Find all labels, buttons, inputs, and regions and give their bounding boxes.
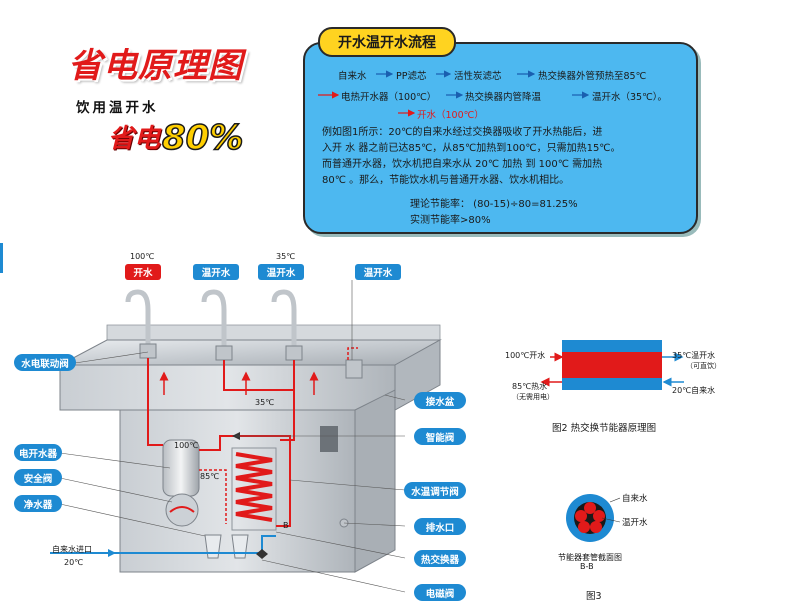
callout-solenoid-valve: 电磁阀 bbox=[414, 584, 466, 601]
machine-diagram bbox=[50, 280, 442, 593]
temp-35-label: 35℃ bbox=[255, 398, 275, 407]
example-line: 而普通开水器，饮水机把自来水从 20℃ 加热 到 100℃ 需加热 bbox=[322, 159, 603, 170]
leader-lines bbox=[59, 280, 406, 593]
saving-slogan: 省电 80% bbox=[108, 118, 244, 158]
purifier-pipe bbox=[169, 506, 195, 513]
example-text: 例如图1所示：20℃的自来水经过交换器吸收了开水热能后，进 入开 水 器之前已达… bbox=[322, 125, 621, 189]
tap-label-warm-1: 温开水 bbox=[193, 264, 239, 280]
hot-dashed-pipe bbox=[199, 469, 227, 524]
tap-label-warm-2: 温开水 bbox=[258, 264, 304, 280]
fig2-label-hot-out: 85℃热水 bbox=[512, 382, 548, 391]
subtitle: 饮用温开水 bbox=[76, 100, 159, 116]
water-purifier bbox=[165, 493, 199, 527]
fig2-heat-exchanger bbox=[540, 340, 684, 390]
callout-linked-valve: 水电联动阀 bbox=[14, 354, 76, 371]
faucet-drain bbox=[345, 359, 363, 379]
flow-panel bbox=[303, 42, 698, 234]
fig3-label-tap-water: 自来水 bbox=[622, 494, 648, 504]
section-marker-b: B bbox=[283, 521, 289, 530]
flow-step-warm-water: 温开水（35℃）。 bbox=[592, 92, 668, 103]
measured-saving-rate: 实测节能率>80% bbox=[410, 215, 491, 226]
fig3-label-warm-water: 温开水 bbox=[622, 518, 648, 528]
example-line: 入开 水 器之前已达85℃，从85℃加热到100℃，只需加热15℃。 bbox=[322, 143, 621, 154]
fig2-label-warm-out: 35℃温开水 bbox=[672, 351, 716, 360]
fig2-caption: 图2 热交换节能器原理图 bbox=[552, 423, 657, 434]
boiling-pipe bbox=[147, 358, 163, 446]
solenoid-valve bbox=[256, 549, 262, 559]
cabinet-side bbox=[354, 389, 396, 573]
callout-drain: 排水口 bbox=[414, 518, 466, 535]
callout-heat-exchanger: 热交换器 bbox=[414, 550, 466, 567]
flow-step-cooling: 热交换器内管降温 bbox=[465, 92, 542, 103]
flow-step-boiling-water: 开水（100℃） bbox=[417, 110, 484, 121]
filter-cartridge bbox=[204, 534, 222, 559]
flow-panel-title: 开水温开水流程 bbox=[318, 27, 456, 57]
saving-word: 省电 bbox=[108, 124, 161, 154]
callout-purifier: 净水器 bbox=[14, 495, 62, 512]
fig3-caption: 图3 bbox=[586, 591, 602, 602]
heat-exchanger-coil bbox=[235, 452, 273, 522]
fig2-label-tap-in: 20℃自来水 bbox=[672, 386, 716, 395]
tap-temp: 100℃ bbox=[130, 252, 155, 261]
inner-pipe bbox=[575, 510, 587, 522]
example-line: 例如图1所示：20℃的自来水经过交换器吸收了开水热能后，进 bbox=[322, 127, 603, 138]
filter-cartridge bbox=[231, 534, 249, 559]
fig3-section-name: 节能器套管截面图 bbox=[558, 553, 622, 562]
saving-percent: 80% bbox=[161, 118, 244, 158]
fig3-cross-section bbox=[566, 494, 620, 542]
inner-pipe bbox=[584, 502, 596, 514]
control-panel bbox=[320, 426, 338, 452]
heat-exchanger-frame bbox=[231, 447, 277, 531]
tap-label-boiling: 开水 bbox=[125, 264, 161, 280]
callout-smart-valve: 智能阀 bbox=[414, 428, 466, 445]
example-line: 80℃ 。那么，节能饮水机与普通开水器、饮水机相比。 bbox=[322, 175, 570, 186]
inner-pipe bbox=[578, 521, 590, 533]
fig2-label-boiling-in: 100℃开水 bbox=[505, 351, 546, 360]
flow-arrows bbox=[318, 70, 590, 117]
callout-temp-valve: 水温调节阀 bbox=[404, 482, 466, 499]
inlet-label: 自来水进口 bbox=[52, 545, 92, 554]
flow-step-preheat: 热交换器外管预热至85℃ bbox=[538, 71, 647, 82]
inlet-temp: 20℃ bbox=[64, 558, 84, 567]
callout-basin: 接水盆 bbox=[414, 392, 466, 409]
flow-step-boiler: 电热开水器（100℃） bbox=[341, 92, 437, 103]
warm-return-pipe bbox=[280, 390, 295, 441]
tap-label-warm-3: 温开水 bbox=[355, 264, 401, 280]
edge-marker bbox=[0, 243, 3, 273]
warm-pipe bbox=[223, 360, 295, 391]
inner-pipe bbox=[593, 510, 605, 522]
fig3-section-code: B-B bbox=[580, 562, 594, 571]
inner-tube bbox=[562, 352, 662, 378]
flow-step-tap-water: 自来水 bbox=[338, 71, 367, 82]
inlet-arrow bbox=[108, 549, 116, 557]
temp-85-label: 85℃ bbox=[200, 472, 220, 481]
flow-step-pp-filter: PP滤芯 bbox=[396, 71, 427, 82]
theoretical-saving-rate: 理论节能率： (80-15)÷80=81.25% bbox=[410, 199, 578, 210]
flow-step-carbon-filter: 活性炭滤芯 bbox=[454, 71, 502, 82]
sink-basin bbox=[59, 339, 442, 366]
backsplash bbox=[106, 324, 441, 341]
callout-safety-valve: 安全阀 bbox=[14, 469, 62, 486]
fig2-note-drinkable: （可直饮） bbox=[686, 362, 721, 370]
page-title: 省电原理图 bbox=[68, 46, 243, 86]
callout-boiler: 电开水器 bbox=[14, 444, 62, 461]
temp-100-label: 100℃ bbox=[174, 441, 199, 450]
sink-front bbox=[59, 364, 396, 411]
drain-dashed-pipe bbox=[347, 347, 358, 360]
inner-pipe bbox=[590, 521, 602, 533]
tap-water-inlet-pipe bbox=[50, 535, 276, 554]
fig2-note-no-power: （无需用电） bbox=[512, 393, 554, 401]
tap-temp: 35℃ bbox=[276, 252, 296, 261]
